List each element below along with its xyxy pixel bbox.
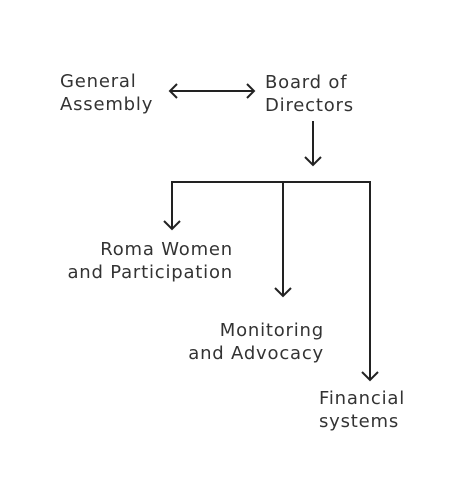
node-board-of-directors-line1: Board of bbox=[265, 72, 348, 93]
node-general-assembly-line2: Assembly bbox=[60, 94, 154, 115]
node-financial-systems: Financial systems bbox=[319, 387, 405, 433]
node-general-assembly: General Assembly bbox=[60, 70, 153, 116]
node-financial-systems-line1: Financial bbox=[319, 388, 406, 409]
node-board-of-directors: Board of Directors bbox=[265, 71, 354, 117]
node-monitoring-advocacy: Monitoring and Advocacy bbox=[188, 319, 324, 365]
node-monitoring-advocacy-line2: and Advocacy bbox=[188, 343, 324, 364]
node-roma-women-line2: and Participation bbox=[67, 262, 233, 283]
bidirectional-arrow bbox=[168, 83, 256, 99]
branch-arrow-financial bbox=[361, 181, 379, 382]
branch-arrow-monitoring bbox=[274, 182, 292, 298]
node-general-assembly-line1: General bbox=[60, 71, 137, 92]
board-down-arrow bbox=[304, 121, 322, 167]
branch-arrow-roma-women bbox=[163, 181, 181, 231]
node-financial-systems-line2: systems bbox=[319, 411, 400, 432]
node-monitoring-advocacy-line1: Monitoring bbox=[219, 320, 324, 341]
node-roma-women: Roma Women and Participation bbox=[67, 238, 233, 284]
node-board-of-directors-line2: Directors bbox=[265, 95, 354, 116]
node-roma-women-line1: Roma Women bbox=[100, 239, 233, 260]
